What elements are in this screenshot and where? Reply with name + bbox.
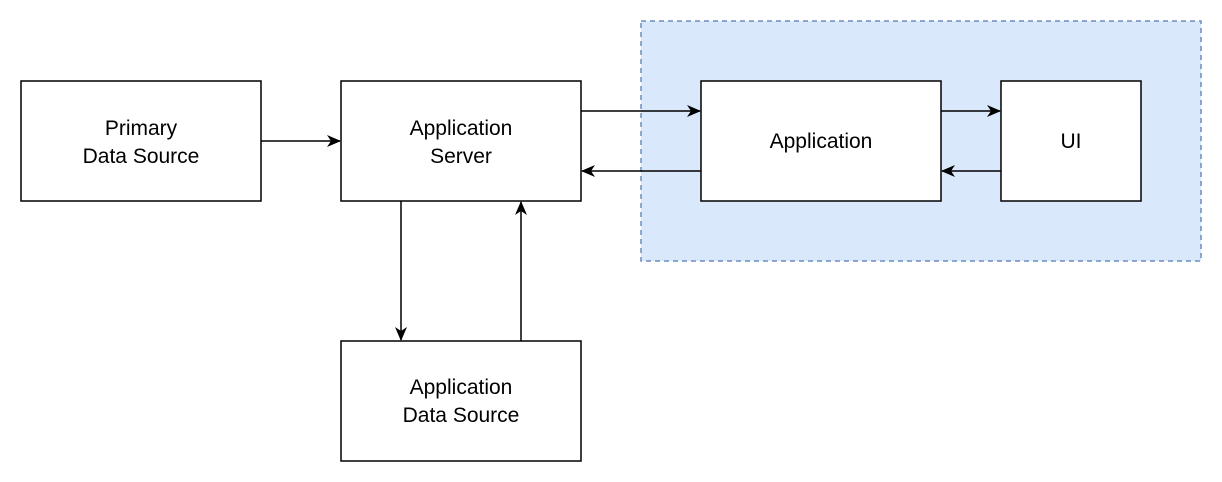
primary-data-source-label-line2: Data Source (83, 145, 200, 168)
primary-data-source-box (20, 80, 262, 202)
application-label: Application (770, 130, 873, 153)
ui-label: UI (1061, 130, 1082, 153)
application-server-label-line1: Application (410, 117, 513, 140)
ui-box (1000, 80, 1142, 202)
application-server-label-line2: Server (430, 145, 492, 168)
application-data-source-box (340, 340, 582, 462)
application-box (700, 80, 942, 202)
application-server-box (340, 80, 582, 202)
node-application-data-source[interactable]: Application Data Source (340, 340, 582, 462)
node-application-server[interactable]: Application Server (340, 80, 582, 202)
node-application[interactable]: Application (700, 80, 942, 202)
application-data-source-label-line2: Data Source (403, 404, 520, 427)
primary-data-source-label-line1: Primary (105, 117, 178, 140)
node-primary-data-source[interactable]: Primary Data Source (20, 80, 262, 202)
application-data-source-label-line1: Application (410, 376, 513, 399)
node-ui[interactable]: UI (1000, 80, 1142, 202)
